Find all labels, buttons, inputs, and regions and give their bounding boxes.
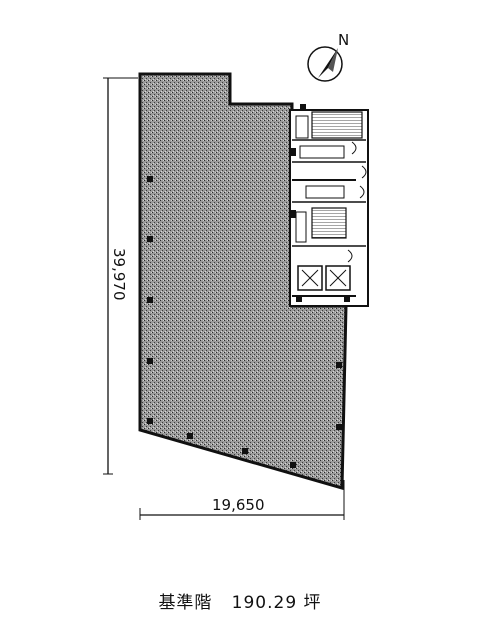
floor-area-value: 190.29 [231,593,298,613]
floor-area-unit: 坪 [303,593,322,613]
north-arrow-icon: N [307,31,349,82]
floor-caption: 基準階 190.29 坪 [0,588,480,613]
width-dimension-label: 19,650 [212,496,265,514]
floor-name: 基準階 [158,593,213,613]
height-dimension [103,77,138,475]
core-columns [290,104,350,302]
height-dimension-label: 39,970 [110,248,128,301]
north-label: N [338,31,349,49]
building-core [289,109,369,307]
width-dimension [139,480,345,520]
